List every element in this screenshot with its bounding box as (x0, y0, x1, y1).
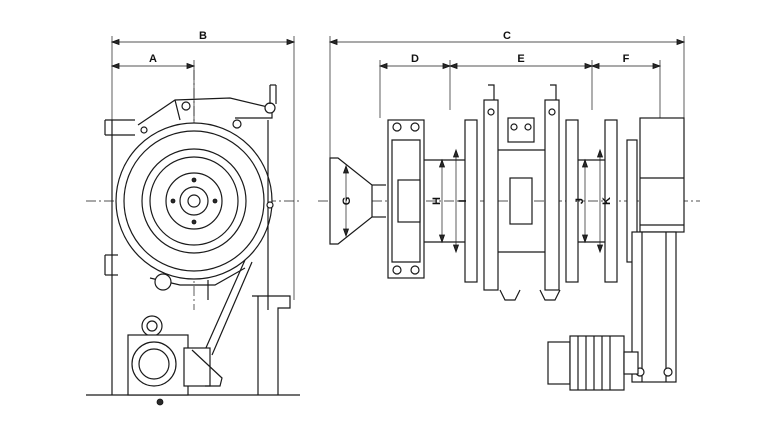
dim-label-h: H (431, 197, 443, 205)
side-motor (127, 315, 223, 406)
dimension-b: B (110, 30, 296, 300)
dim-label-i: I (457, 199, 469, 202)
dim-label-c: C (503, 30, 511, 42)
dim-label-g: G (341, 197, 353, 206)
dimension-d-e-f: D E F (378, 53, 662, 118)
drive-column (631, 231, 677, 383)
dim-label-f: F (623, 53, 630, 65)
front-motor (547, 335, 639, 391)
side-view: B A (86, 30, 300, 406)
vertical-dimensions (342, 148, 604, 254)
dim-label-a: A (149, 53, 157, 65)
dim-label-b: B (199, 30, 207, 42)
dim-label-k: K (601, 197, 613, 205)
dimension-c: C (328, 30, 686, 160)
dim-label-j: J (574, 198, 586, 204)
dim-label-e: E (517, 53, 524, 65)
gear-housing (639, 117, 685, 233)
dim-label-d: D (411, 53, 419, 65)
front-view: C D E F (318, 30, 700, 391)
